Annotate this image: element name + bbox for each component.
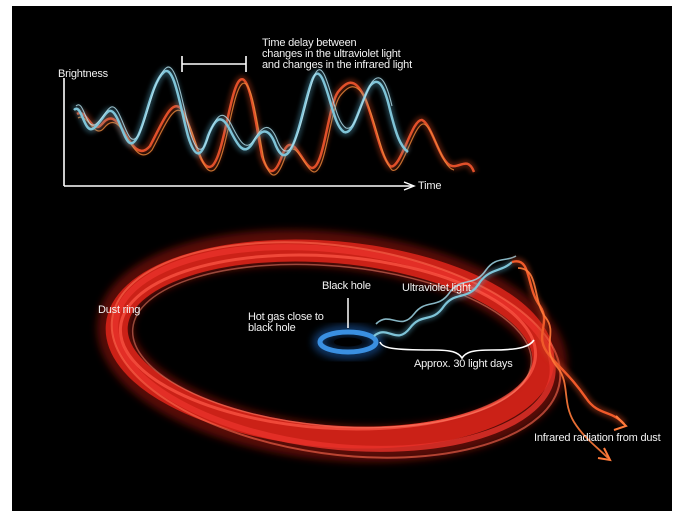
infrared-arrowhead-upper [613,415,628,431]
illustration-frame: Brightness Time Time delay between chang… [12,6,672,511]
infrared-arrowhead-lower [597,447,612,462]
hot-gas-label-line-1: Hot gas close to [248,311,324,323]
hot-gas-label: Hot gas close to black hole [248,312,324,334]
brightness-graph [63,56,478,191]
infrared-radiation-label: Infrared radiation from dust [534,432,661,444]
time-axis-label: Time [418,180,442,192]
time-delay-label: Time delay between changes in the ultrav… [262,38,412,71]
ultraviolet-brightness-curve [71,66,411,160]
illustration-canvas [63,56,628,463]
distance-brace [379,339,535,360]
infrared-radiation-wave [510,257,628,462]
dust-ring [96,229,568,463]
ultraviolet-light-wave [372,255,517,339]
infrared-brightness-curve [74,75,478,176]
distance-label: Approx. 30 light days [414,358,513,370]
dust-ring-label: Dust ring [98,304,141,316]
x-axis-arrowhead [403,181,416,191]
hot-gas-label-line-2: black hole [248,322,296,334]
time-delay-label-line-1: Time delay between [262,37,357,49]
time-delay-label-line-2: changes in the ultraviolet light [262,48,401,60]
time-delay-label-line-3: and changes in the infrared light [262,59,412,71]
brightness-axis-label: Brightness [58,68,108,80]
black-hole-hot-gas [313,298,383,359]
black-hole-label: Black hole [322,280,371,292]
ultraviolet-light-label: Ultraviolet light [402,282,471,294]
time-delay-bracket [181,56,247,72]
